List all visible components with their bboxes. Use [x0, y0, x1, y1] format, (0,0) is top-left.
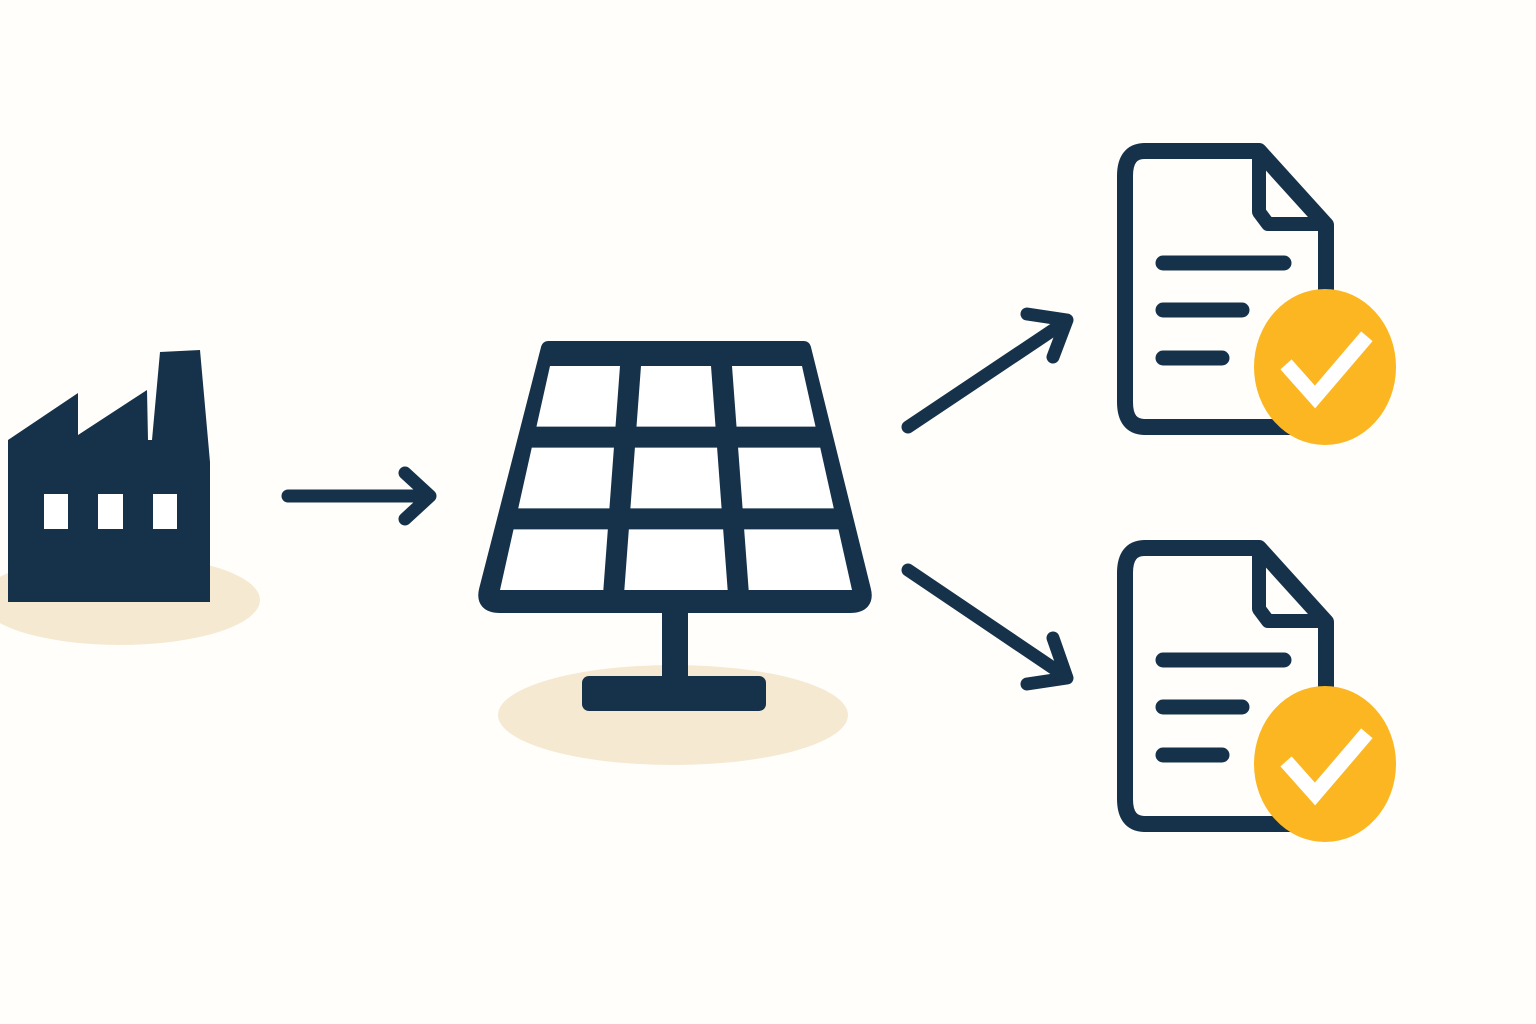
document-check-icon: [1117, 143, 1396, 445]
factory-window: [44, 494, 68, 529]
arrow-right-icon: [281, 466, 437, 526]
factory-group: [0, 350, 260, 645]
solar-cell: [630, 447, 722, 509]
solar-cell: [738, 447, 834, 509]
arrow-down-right-icon: [901, 563, 1074, 691]
arrow-up-right-icon: [901, 307, 1074, 434]
checkmark-icon: [1280, 728, 1373, 806]
factory-window: [153, 494, 177, 529]
check-badge: [1254, 686, 1396, 842]
document-fold: [1252, 555, 1326, 628]
factory-window: [98, 494, 123, 529]
solar-cell: [500, 529, 608, 590]
solar-panel-group: [478, 341, 872, 765]
solar-cell: [636, 366, 716, 427]
solar-cell: [518, 447, 614, 509]
solar-cell: [744, 529, 852, 590]
solar-panel-base: [582, 676, 766, 711]
solar-cell: [536, 366, 620, 427]
solar-cell: [732, 366, 816, 427]
factory-icon: [8, 350, 210, 602]
solar-cell: [624, 529, 728, 590]
solar-panel-pole: [662, 605, 688, 683]
check-badge: [1254, 289, 1396, 445]
solar-panel-cells: [500, 366, 852, 590]
checkmark-icon: [1280, 331, 1373, 409]
document-check-icon: [1117, 540, 1396, 842]
document-fold: [1252, 158, 1326, 231]
